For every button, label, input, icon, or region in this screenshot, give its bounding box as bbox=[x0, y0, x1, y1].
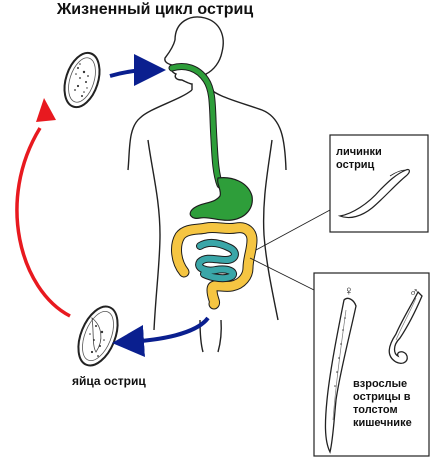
large-intestine bbox=[171, 221, 258, 310]
adults-box bbox=[313, 272, 430, 457]
esophagus-stomach bbox=[168, 63, 253, 222]
arrow-egg-cycle bbox=[15, 98, 71, 318]
arrow-body-to-egg bbox=[112, 316, 210, 357]
male-worm-icon bbox=[388, 290, 423, 364]
adults-label-line4: кишечнике bbox=[353, 417, 412, 429]
larvae-box bbox=[329, 134, 429, 233]
larvae-label-line2: остриц bbox=[336, 159, 375, 171]
egg-bottom-icon bbox=[77, 305, 119, 367]
larvae-label-line1: личинки bbox=[336, 146, 382, 158]
female-symbol-icon: ♀ bbox=[344, 283, 354, 298]
adults-label-line2: острицы в bbox=[353, 391, 411, 403]
adults-label-line1: взрослые bbox=[353, 378, 408, 390]
page-title: Жизненный цикл остриц bbox=[56, 1, 254, 18]
female-worm-icon bbox=[324, 297, 357, 454]
male-symbol-icon: ♂ bbox=[409, 284, 419, 299]
eggs-label: яйца остриц bbox=[72, 374, 146, 388]
adults-label-line3: толстом bbox=[353, 404, 398, 416]
leader-larvae bbox=[255, 209, 331, 251]
adults-label: взрослые острицы в толстом кишечнике bbox=[353, 378, 412, 430]
arrow-egg-to-mouth bbox=[109, 54, 166, 87]
human-body-outline bbox=[127, 16, 287, 353]
leader-adults bbox=[249, 257, 315, 291]
larvae-label: личинки остриц bbox=[336, 146, 382, 172]
small-intestine bbox=[195, 238, 239, 283]
egg-top-icon bbox=[63, 51, 101, 109]
larva-icon bbox=[337, 168, 410, 219]
